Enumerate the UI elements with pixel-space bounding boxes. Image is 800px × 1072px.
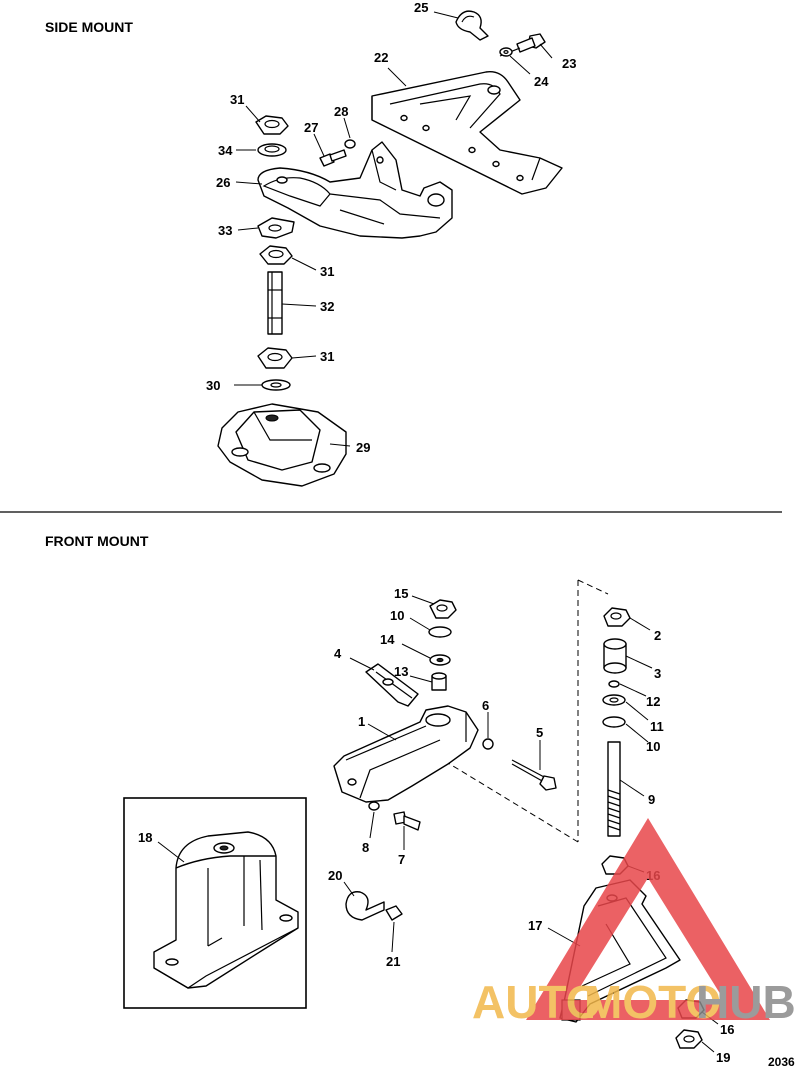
part-26-mount-bracket xyxy=(257,141,453,239)
callout-18: 18 xyxy=(138,830,152,845)
callout-24: 24 xyxy=(534,74,549,89)
callout-2: 2 xyxy=(654,628,661,643)
callout-28: 28 xyxy=(334,104,348,119)
callout-5: 5 xyxy=(536,725,543,740)
callout-33: 33 xyxy=(218,223,232,238)
part-13-spacer xyxy=(431,672,447,691)
callout-30: 30 xyxy=(206,378,220,393)
front-mount-heading: FRONT MOUNT xyxy=(45,533,149,549)
part-12-washer xyxy=(608,680,620,688)
part-21-bolt xyxy=(385,905,403,921)
callout-1: 1 xyxy=(358,714,365,729)
callout-31-top: 31 xyxy=(230,92,244,107)
callout-13: 13 xyxy=(394,664,408,679)
part-3-bushing xyxy=(603,638,627,674)
callout-34: 34 xyxy=(218,143,233,158)
part-19-nut xyxy=(675,1029,703,1049)
callout-19: 19 xyxy=(716,1050,730,1065)
callout-numbers: 25 23 24 22 31 28 27 34 26 33 31 32 31 3… xyxy=(138,0,734,1065)
callout-27: 27 xyxy=(304,120,318,135)
part-7-bolt xyxy=(393,811,421,831)
part-2-nut xyxy=(603,607,631,627)
part-14-washer xyxy=(429,654,451,666)
callout-22: 22 xyxy=(374,50,388,65)
callout-21: 21 xyxy=(386,954,400,969)
part-34-lockwasher xyxy=(257,143,287,157)
part-31-nut-mid xyxy=(259,245,293,265)
callout-12: 12 xyxy=(646,694,660,709)
part-9-stud xyxy=(607,741,621,837)
callout-20: 20 xyxy=(328,868,342,883)
callout-15: 15 xyxy=(394,586,408,601)
callout-25: 25 xyxy=(414,0,428,15)
part-20-clamp xyxy=(345,891,385,921)
callout-32: 32 xyxy=(320,299,334,314)
part-10-washer-b xyxy=(602,716,626,728)
part-24-washer xyxy=(499,47,513,57)
watermark-moto: MOTO xyxy=(584,976,721,1028)
part-6-washer xyxy=(482,738,494,750)
part-29-rubber-mount xyxy=(217,403,347,487)
callout-10-left: 10 xyxy=(390,608,404,623)
part-30-washer xyxy=(261,379,291,391)
callout-26: 26 xyxy=(216,175,230,190)
callout-31-low: 31 xyxy=(320,349,334,364)
part-4-insulator xyxy=(365,663,419,707)
callout-9: 9 xyxy=(648,792,655,807)
watermark-hub: HUB xyxy=(696,976,796,1028)
part-10-washer-a xyxy=(428,626,452,638)
callout-4: 4 xyxy=(334,646,342,661)
part-11-washer xyxy=(602,694,626,706)
part-27-bolt xyxy=(319,149,347,167)
watermark-logo: AUTO MOTO HUB xyxy=(472,818,796,1028)
figure-number: 2036 xyxy=(768,1055,795,1069)
part-18-mount xyxy=(153,831,299,989)
part-31-nut-low xyxy=(257,347,293,369)
part-5-bolt xyxy=(511,759,557,791)
callout-6: 6 xyxy=(482,698,489,713)
callout-10-right: 10 xyxy=(646,739,660,754)
callout-31-mid: 31 xyxy=(320,264,334,279)
watermark-auto: AUTO xyxy=(472,976,602,1028)
callout-16-lower: 16 xyxy=(720,1022,734,1037)
part-32-stud xyxy=(267,271,283,335)
callout-23: 23 xyxy=(562,56,576,71)
callout-3: 3 xyxy=(654,666,661,681)
part-31-nut-top xyxy=(255,115,289,135)
part-25-clamp xyxy=(455,10,489,41)
part-22-bracket xyxy=(371,71,563,195)
callout-29: 29 xyxy=(356,440,370,455)
watermark-triangle-icon xyxy=(526,818,770,1020)
part-1-front-bracket xyxy=(333,705,479,803)
callout-11: 11 xyxy=(650,719,664,734)
side-mount-heading: SIDE MOUNT xyxy=(45,19,133,35)
callout-8: 8 xyxy=(362,840,369,855)
callout-14: 14 xyxy=(380,632,395,647)
part-8-washer xyxy=(368,801,380,811)
callout-17: 17 xyxy=(528,918,542,933)
callout-7: 7 xyxy=(398,852,405,867)
part-33-tab-washer xyxy=(257,217,295,239)
part-28-washer xyxy=(344,139,356,149)
part-15-nut xyxy=(429,599,457,619)
leader-lines xyxy=(157,11,719,1053)
